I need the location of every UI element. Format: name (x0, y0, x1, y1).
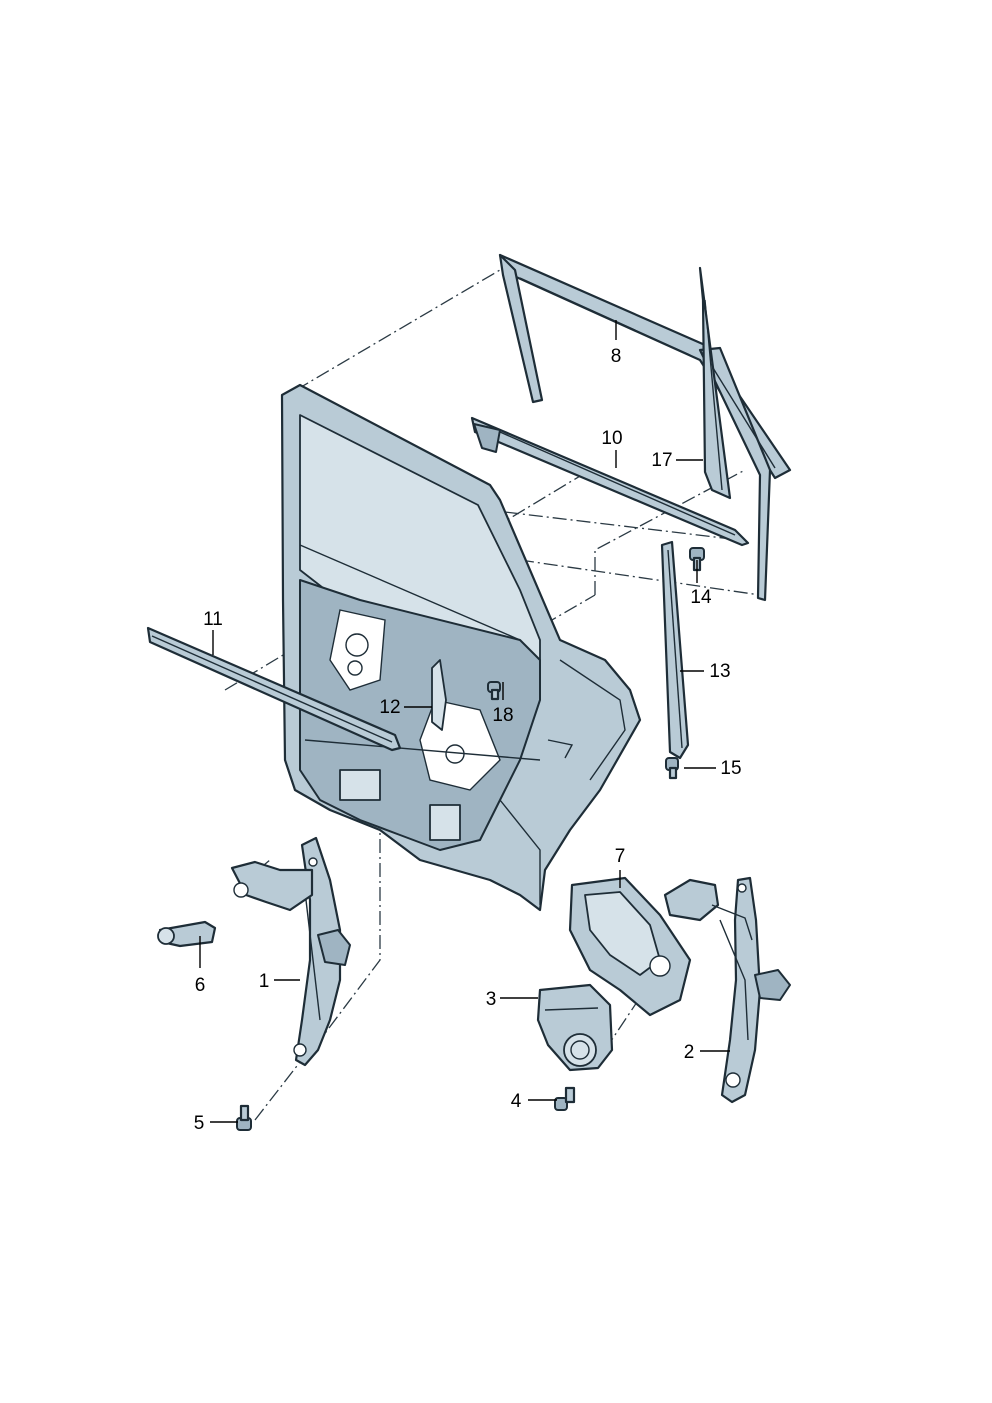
callout-5: 5 (194, 1113, 205, 1134)
callout-18: 18 (492, 705, 513, 726)
door-shell (280, 383, 642, 912)
part-11-inner-strip (146, 626, 402, 752)
part-8-window-channel (498, 253, 792, 602)
callout-15: 15 (720, 758, 741, 779)
part-13-pillar-strip (660, 540, 690, 760)
callout-14: 14 (690, 587, 712, 608)
callout-17: 17 (651, 450, 672, 471)
part-3-motor (536, 983, 614, 1072)
callout-3: 3 (486, 989, 497, 1010)
callout-8: 8 (611, 346, 622, 367)
part-10-window-strip (470, 416, 750, 547)
part-2-electric-regulator (663, 876, 791, 1104)
callout-1: 1 (259, 971, 270, 992)
callout-2: 2 (684, 1042, 695, 1063)
callout-4: 4 (511, 1091, 522, 1112)
callout-labels: 8 10 17 14 11 12 18 13 15 7 6 1 3 2 4 5 (194, 346, 742, 1134)
part-12-panel (431, 659, 447, 731)
callout-leaders (199, 320, 730, 1123)
part-17-corner-trim (698, 266, 732, 500)
part-5-bolt (236, 1104, 252, 1131)
callout-10: 10 (601, 428, 622, 449)
callout-6: 6 (195, 975, 206, 996)
callout-13: 13 (709, 661, 730, 682)
part-7-housing (568, 876, 692, 1017)
part-15-screw (665, 757, 679, 780)
part-1-manual-regulator (230, 836, 351, 1067)
callout-11: 11 (203, 609, 223, 630)
callout-12: 12 (379, 697, 400, 718)
part-18-screw (487, 681, 501, 701)
part-4-bolt (554, 1086, 576, 1111)
callout-7: 7 (615, 846, 626, 867)
part-6-crank-handle (157, 920, 217, 948)
